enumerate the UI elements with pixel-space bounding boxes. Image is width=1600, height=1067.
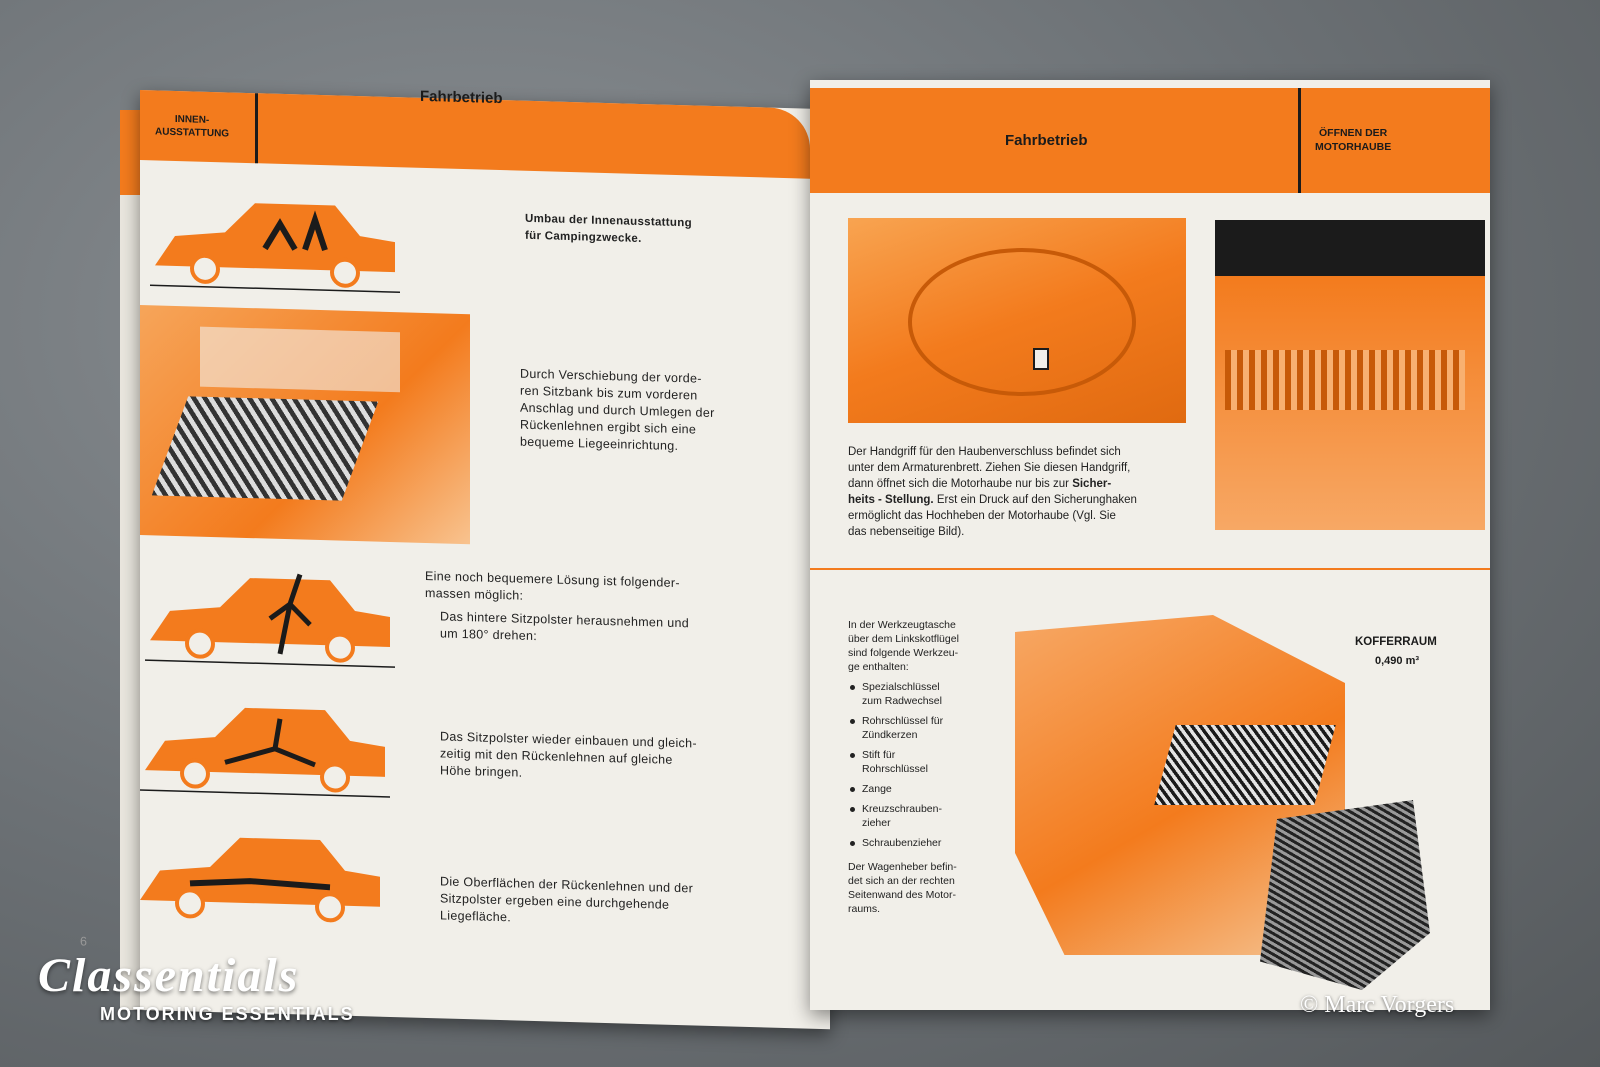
hood-text-bold: Sicher- heits - Stellung. [848, 478, 1112, 506]
trunk-label: KOFFERRAUM [1355, 636, 1437, 648]
window [200, 326, 400, 393]
interior-illustration [140, 305, 470, 545]
car-diagram-3 [140, 707, 390, 798]
grille [1225, 350, 1465, 410]
spare-tyre [1154, 725, 1336, 805]
right-page: Fahrbetrieb ÖFFNEN DER MOTORHAUBE Der Ha… [810, 80, 1490, 1010]
open-manual: INNEN- AUSSTATTUNG Fahrbetrieb [80, 70, 1500, 1030]
camping-heading: Umbau der Innenausstattung für Campingzw… [525, 212, 692, 246]
tool-item: Spezialschlüssel zum Radwechsel [848, 680, 988, 708]
left-page: INNEN- AUSSTATTUNG Fahrbetrieb [80, 87, 830, 1030]
hood-release-handle [1033, 348, 1049, 370]
tool-item: Kreuzschrauben- zieher [848, 802, 988, 830]
tools-list: Spezialschlüssel zum Radwechsel Rohrschl… [848, 680, 988, 856]
seat-bed [151, 396, 379, 501]
tool-item: Schraubenzieher [848, 836, 988, 850]
classentials-logo: Classentials [38, 949, 300, 1002]
right-header-band [810, 88, 1490, 193]
hood-text-2: Erst ein Druck auf den Sicherunghaken er… [848, 494, 1137, 538]
header-divider [255, 93, 258, 164]
right-page-title: Fahrbetrieb [1005, 132, 1088, 149]
trunk-volume: 0,490 m³ [1375, 655, 1420, 667]
photo-credit: © Marc Vorgers [1300, 992, 1455, 1018]
better-solution-paragraph: Eine noch bequemere Lösung ist folgender… [425, 568, 680, 603]
car-diagram-4 [140, 837, 380, 923]
steering-wheel [908, 248, 1136, 396]
step-2-text: Das Sitzpolster wieder einbauen und glei… [440, 729, 697, 780]
left-page-title: Fahrbetrieb [420, 87, 503, 108]
tools-intro: In der Werkzeugtasche über dem Linkskotf… [848, 619, 959, 673]
sliding-paragraph: Durch Verschiebung der vorde- ren Sitzba… [520, 366, 715, 454]
step-1-text: Das hintere Sitzpolster herausnehmen und… [440, 609, 689, 644]
luggage-stack [1260, 800, 1430, 990]
tool-item: Zange [848, 782, 988, 796]
section-tab-hood: ÖFFNEN DER MOTORHAUBE [1315, 127, 1392, 153]
tool-item: Stift für Rohrschlüssel [848, 748, 988, 776]
hood-open-photo [1215, 220, 1485, 530]
logo-tagline: MOTORING ESSENTIALS [100, 1004, 355, 1024]
hood-paragraph: Der Handgriff für den Haubenverschluss b… [848, 444, 1193, 540]
section-tab-interior: INNEN- AUSSTATTUNG [155, 113, 230, 140]
jack-note: Der Wagenheber befin- det sich an der re… [848, 861, 957, 915]
section-divider [810, 568, 1490, 570]
step-3-text: Die Oberflächen der Rückenlehnen und der… [440, 874, 694, 925]
header-divider-right [1298, 88, 1301, 193]
car-diagram-1 [150, 203, 400, 294]
tool-item: Rohrschlüssel für Zündkerzen [848, 714, 988, 742]
dashboard-photo [848, 218, 1186, 423]
hood-text-1: Der Handgriff für den Haubenverschluss b… [848, 446, 1131, 490]
car-diagram-2 [145, 573, 395, 668]
